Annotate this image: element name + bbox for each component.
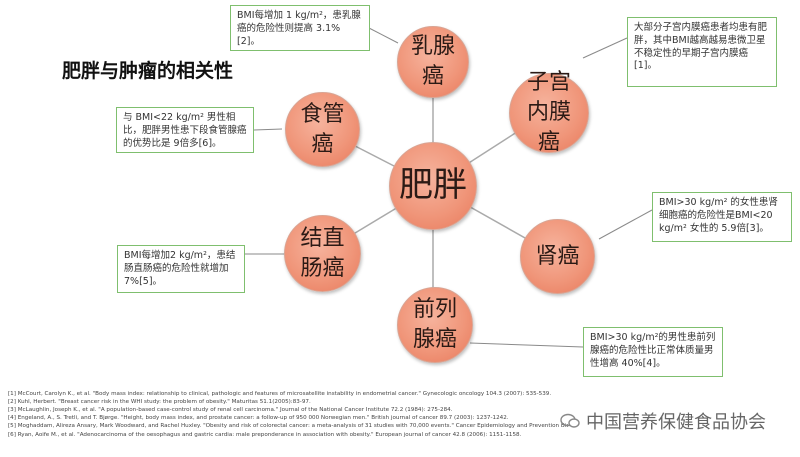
- reference-item: [3] McLaughlin, Joseph K., et al. "A pop…: [8, 407, 453, 414]
- callout-line-kidney: [598, 209, 653, 240]
- note-uterine: 大部分子宫内膜癌患者均患有肥胖，其中BMI越高越易患微卫星不稳定性的早期子宫内膜…: [627, 17, 777, 87]
- reference-item: [1] McCourt, Carolyn K., et al. "Body ma…: [8, 391, 552, 397]
- callout-line-prostate: [469, 342, 584, 348]
- reference-item: [4] Engeland, A., S. Tretli, and T. Bjør…: [8, 415, 509, 422]
- references: [1] McCourt, Carolyn K., et al. "Body ma…: [8, 390, 568, 439]
- node-uterine-cancer: 子宫内膜癌: [509, 70, 589, 155]
- reference-item: [5] Moghaddam, Alireza Ansary, Mark Wood…: [8, 423, 568, 430]
- note-kidney: BMI>30 kg/m² 的女性患肾细胞癌的危险性是BMI<20 kg/m² 女…: [652, 192, 792, 242]
- watermark: 中国营养保健食品协会: [560, 408, 766, 434]
- diagram-title: 肥胖与肿瘤的相关性: [62, 60, 234, 82]
- callout-line-esophageal: [253, 128, 283, 131]
- reference-item: [2] Kuhl, Herbert. "Breast cancer risk i…: [8, 399, 311, 406]
- reference-item: [6] Ryan, Aoife M., et al. "Adenocarcino…: [8, 431, 522, 438]
- chat-bubble-icon: [560, 413, 580, 428]
- node-kidney-cancer: 肾癌: [520, 219, 595, 294]
- node-obesity: 肥胖: [389, 142, 477, 230]
- note-breast: BMI每增加 1 kg/m²，患乳腺癌的危险性则提高 3.1%[2]。: [230, 5, 370, 51]
- callout-line-uterine: [582, 37, 628, 59]
- node-esophageal-cancer: 食管癌: [285, 92, 360, 167]
- note-esophageal: 与 BMI<22 kg/m² 男性相比，肥胖男性患下段食管腺癌的优势比是 9倍多…: [116, 107, 254, 153]
- note-colorectal: BMI每增加2 kg/m²，患结肠直肠癌的危险性就增加7%[5]。: [117, 245, 245, 293]
- note-prostate: BMI>30 kg/m²的男性患前列腺癌的危险性比正常体质量男性增高 40%[4…: [583, 327, 723, 377]
- watermark-text: 中国营养保健食品协会: [586, 412, 766, 433]
- node-breast-cancer: 乳腺癌: [397, 26, 469, 98]
- callout-line-breast: [368, 27, 399, 44]
- node-prostate-cancer: 前列腺癌: [397, 287, 473, 363]
- node-colorectal-cancer: 结直肠癌: [284, 215, 361, 292]
